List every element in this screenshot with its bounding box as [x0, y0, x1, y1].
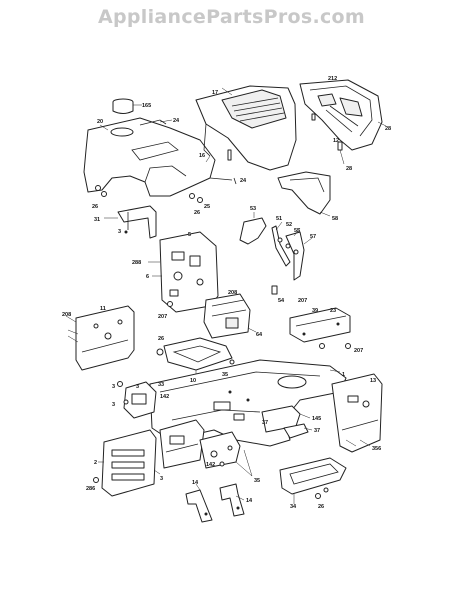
- callout-165: 165: [142, 103, 151, 109]
- callout-17: 17: [212, 90, 218, 96]
- callout-24: 24: [173, 118, 180, 124]
- callout-26: 26: [194, 210, 200, 216]
- callout-3: 3: [112, 402, 115, 408]
- part-13-right-plate[interactable]: [331, 373, 383, 453]
- callout-288: 288: [132, 260, 141, 266]
- part-2-bumper-plate[interactable]: [93, 429, 161, 497]
- part-20-dash[interactable]: [83, 117, 216, 197]
- callout-3: 3: [118, 229, 121, 235]
- callout-16: 16: [199, 153, 205, 159]
- callout-33: 33: [158, 382, 164, 388]
- part-39-rail-bracket[interactable]: [289, 307, 351, 349]
- callout-10: 10: [190, 378, 196, 384]
- callout-26: 26: [92, 204, 98, 210]
- callout-14: 14: [192, 480, 199, 486]
- callout-286: 286: [86, 486, 95, 492]
- callout-53: 53: [250, 206, 256, 212]
- callout-64: 64: [256, 332, 263, 338]
- part-64-console[interactable]: [167, 293, 257, 339]
- part-front-frame-mid[interactable]: [159, 419, 253, 477]
- callout-20: 20: [97, 119, 103, 125]
- callout-356: 356: [372, 446, 381, 452]
- part-142-front-bracket[interactable]: [117, 381, 313, 439]
- part-212-grille[interactable]: [299, 79, 387, 165]
- callout-6: 6: [146, 274, 149, 280]
- part-58-deflector[interactable]: [277, 171, 331, 217]
- callout-labels: 165 20 24 17 212 28 16 12 28 24 26 25 26…: [62, 76, 391, 510]
- callout-11: 11: [100, 306, 106, 312]
- callout-142: 142: [160, 394, 169, 400]
- callout-142: 142: [206, 462, 215, 468]
- callout-35: 35: [222, 372, 228, 378]
- callout-23: 23: [330, 308, 336, 314]
- callout-14: 14: [246, 498, 253, 504]
- callout-34: 34: [290, 504, 297, 510]
- callout-28: 28: [385, 126, 391, 132]
- callout-13: 13: [370, 378, 376, 384]
- callout-37: 37: [314, 428, 320, 434]
- watermark: AppliancePartsPros.com: [97, 6, 365, 28]
- callout-3: 3: [136, 384, 139, 390]
- callout-39: 39: [312, 308, 318, 314]
- callout-51: 51: [276, 216, 282, 222]
- callout-58: 58: [332, 216, 338, 222]
- callout-25: 25: [204, 204, 210, 210]
- part-31-bracket[interactable]: [104, 205, 157, 239]
- part-34-rear-step[interactable]: [279, 457, 347, 504]
- callout-208: 208: [62, 312, 71, 318]
- callout-5: 5: [188, 232, 191, 238]
- callout-207: 207: [354, 348, 363, 354]
- callout-2: 2: [94, 460, 97, 466]
- callout-207: 207: [158, 314, 167, 320]
- callout-54: 54: [278, 298, 285, 304]
- part-165-cap[interactable]: [112, 98, 142, 114]
- fasteners-upper: [95, 177, 237, 203]
- callout-208: 208: [228, 290, 237, 296]
- callout-26: 26: [158, 336, 164, 342]
- part-17-hood[interactable]: [195, 85, 297, 171]
- callout-3: 3: [112, 384, 115, 390]
- callout-55: 55: [294, 228, 300, 234]
- part-11-side-plate[interactable]: [65, 305, 135, 371]
- callout-31: 31: [94, 217, 100, 223]
- callout-12: 12: [333, 138, 339, 144]
- callout-1: 1: [342, 372, 345, 378]
- callout-145: 145: [312, 416, 321, 422]
- callout-3: 3: [160, 476, 163, 482]
- parts-linkage-brackets[interactable]: [239, 212, 313, 295]
- callout-52: 52: [286, 222, 292, 228]
- part-14-hitch-brackets[interactable]: [185, 483, 245, 523]
- callout-35: 35: [254, 478, 260, 484]
- callout-207: 207: [298, 298, 307, 304]
- callout-28: 28: [346, 166, 352, 172]
- callout-24: 24: [240, 178, 247, 184]
- callout-57: 57: [310, 234, 316, 240]
- part-6-dash-panel[interactable]: [148, 231, 219, 313]
- callout-26: 26: [318, 504, 324, 510]
- callout-37: 37: [262, 420, 268, 426]
- callout-212: 212: [328, 76, 337, 82]
